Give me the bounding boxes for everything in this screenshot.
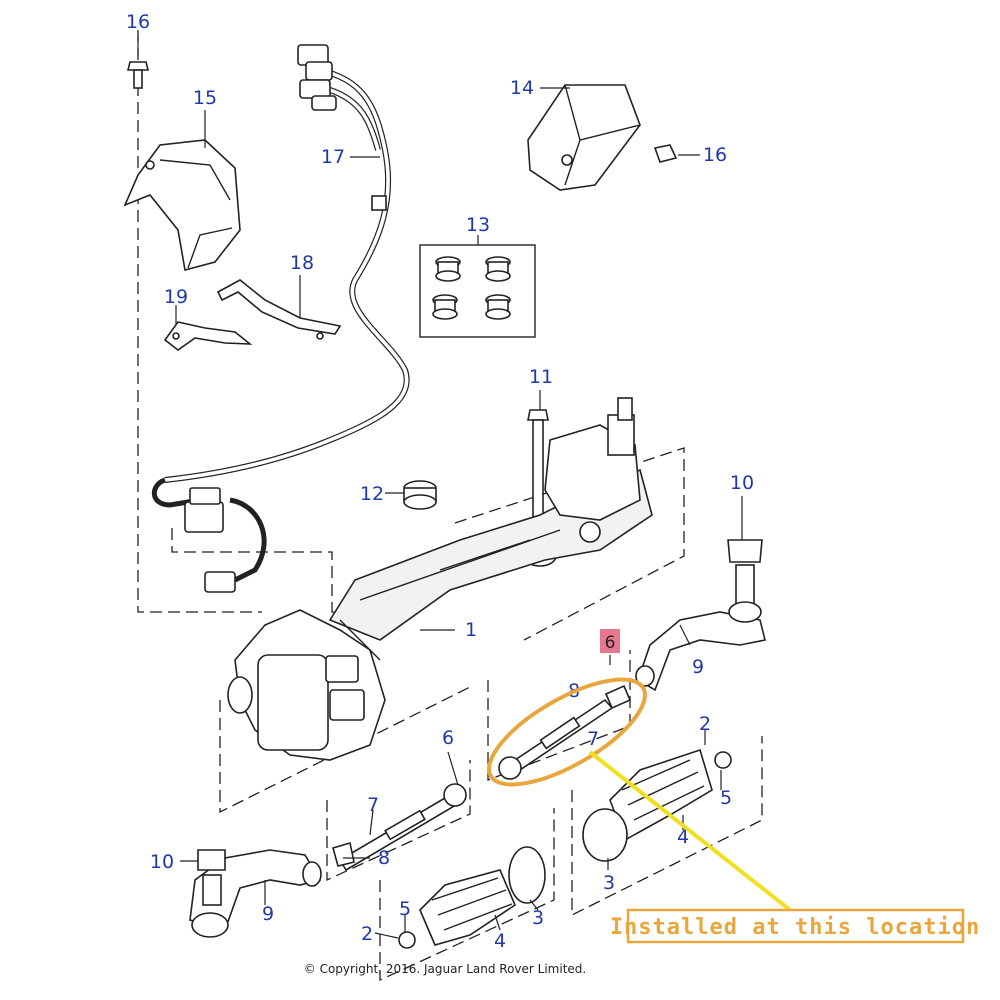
- label-2-left: 2: [361, 923, 373, 945]
- label-16-left: 16: [126, 11, 150, 33]
- tie-rod-end-left: [189, 849, 322, 938]
- boot-left: [398, 846, 546, 949]
- label-4-left: 4: [494, 930, 506, 952]
- steering-rack: [227, 397, 653, 761]
- label-5-left: 5: [399, 898, 411, 920]
- inner-tie-rod-left: [332, 783, 467, 872]
- label-5-right: 5: [720, 787, 732, 809]
- highlight-badge: 6: [600, 629, 620, 653]
- label-18: 18: [290, 252, 314, 274]
- bolt-16-left: [126, 61, 150, 89]
- heat-shield-left: [123, 139, 241, 271]
- dashed-frames: [137, 30, 763, 982]
- label-10-right: 10: [730, 472, 754, 494]
- inner-tie-rod-highlighted: [498, 684, 632, 780]
- label-4-right: 4: [677, 826, 689, 848]
- callout-arrow: [588, 750, 792, 912]
- badge-label: 6: [605, 633, 616, 653]
- label-8-left: 8: [378, 847, 390, 869]
- label-13: 13: [466, 214, 490, 236]
- label-12: 12: [360, 483, 384, 505]
- leader-lines: [137, 35, 743, 939]
- callout-box: Installed at this location: [610, 908, 980, 944]
- callout-text: Installed at this location: [610, 915, 980, 940]
- label-3-right: 3: [603, 872, 615, 894]
- label-17: 17: [321, 146, 345, 168]
- label-11: 11: [529, 366, 553, 388]
- tie-rod-end-right: [635, 539, 766, 692]
- label-9-right: 9: [692, 656, 704, 678]
- bushing-12: [403, 480, 437, 510]
- label-19: 19: [164, 286, 188, 308]
- bracket-18: [216, 279, 342, 340]
- label-3-left: 3: [532, 907, 544, 929]
- label-9-left: 9: [262, 903, 274, 925]
- label-15: 15: [193, 87, 217, 109]
- label-1: 1: [465, 619, 477, 641]
- bracket-19: [163, 321, 253, 351]
- label-7-left: 7: [367, 794, 379, 816]
- badge-background: [600, 629, 620, 653]
- bushing-set: [419, 244, 536, 338]
- heat-shield-right: [527, 84, 641, 191]
- label-7-highlight: 7: [587, 728, 599, 750]
- copyright-text: © Copyright, 2016. Jaguar Land Rover Lim…: [304, 962, 586, 976]
- label-14: 14: [510, 77, 534, 99]
- label-16-right: 16: [703, 144, 727, 166]
- label-6-left: 6: [442, 727, 454, 749]
- label-2-right: 2: [699, 713, 711, 735]
- bolt-16-right: [653, 144, 678, 163]
- part-number-labels: 16 15 17 14 16 13 18 19 11 12 10 1 9 8 7…: [126, 11, 754, 952]
- boot-right: [582, 748, 732, 862]
- wiring-harness: [151, 44, 410, 593]
- highlight-ellipse: [487, 677, 647, 787]
- label-10-left: 10: [150, 851, 174, 873]
